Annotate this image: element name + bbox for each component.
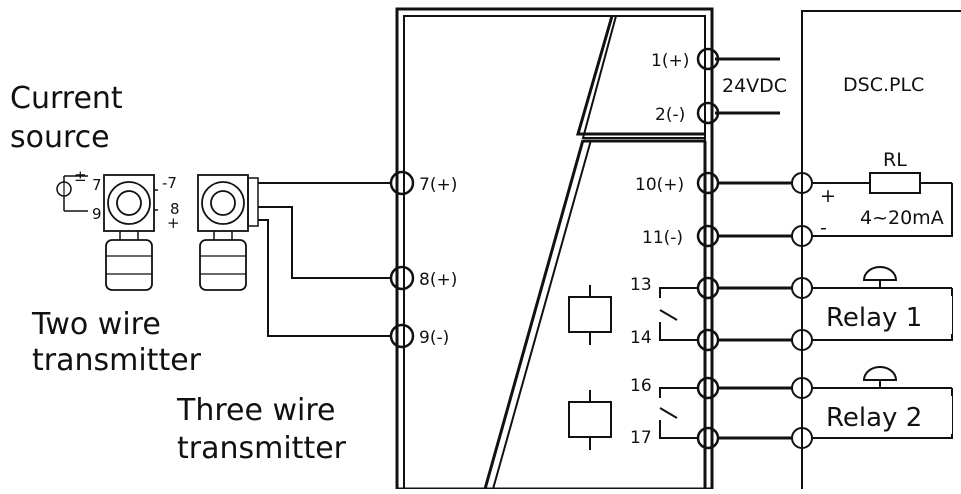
terminal-9-label: 9(-) [419,328,449,348]
current-source-label-line2: source [10,120,110,155]
relay-coil-1 [568,285,698,345]
input-wires [258,182,391,337]
isolator-module [395,7,714,491]
terminal-13-label: 13 [630,275,652,295]
terminal-17-label: 17 [630,428,652,448]
two-wire-plus-mark: + [167,214,180,232]
load-label: RL [883,149,907,171]
two-wire-8-mark: 8 [170,200,180,218]
relay-2-output: Relay 2 [812,366,953,439]
terminal-1-label: 1(+) [651,51,689,71]
load-resistor: RL 4~20mA + - [820,149,944,239]
terminal-10-label: 10(+) [635,175,684,195]
input-terminals: 7(+) 8(+) 9(-) [389,170,457,349]
terminal-14-label: 14 [630,328,652,348]
plc-label: DSC.PLC [843,74,924,96]
relay-2-label: Relay 2 [826,403,922,433]
relay-coil-2 [568,387,698,450]
terminal-16-label: 16 [630,376,652,396]
two-wire-label-line2: transmitter [32,343,202,378]
relay-1-label: Relay 1 [826,303,922,333]
source-pm-mark: ± [74,167,87,185]
supply-voltage-label: 24VDC [722,75,787,97]
output-terminals: 10(+) 11(-) 13 14 16 17 [630,171,720,450]
signal-range-label: 4~20mA [860,207,944,229]
two-wire-label-line1: Two wire [31,307,161,342]
two-wire-transmitter-icon: -7 8 + [103,174,180,291]
terminal-11-label: 11(-) [642,228,683,248]
source-7-mark: 7 [92,176,102,194]
current-source-icon: ± 7 9 [56,167,102,223]
three-wire-label-line2: transmitter [177,431,347,466]
plc-plus-label: + [820,185,836,207]
source-9-mark: 9 [92,205,102,223]
relay-1-output: Relay 1 [812,266,953,341]
three-wire-transmitter-icon [197,174,259,291]
terminal-2-label: 2(-) [655,105,685,125]
plc-minus-label: - [820,217,827,239]
three-wire-label-line1: Three wire [176,393,335,428]
terminal-7-label: 7(+) [419,175,457,195]
terminal-8-label: 8(+) [419,270,457,290]
two-wire-minus7-mark: -7 [162,174,177,192]
current-source-label-line1: Current [10,81,123,116]
output-wires [718,181,953,440]
supply-terminals: 1(+) 2(-) 24VDC [651,47,787,125]
